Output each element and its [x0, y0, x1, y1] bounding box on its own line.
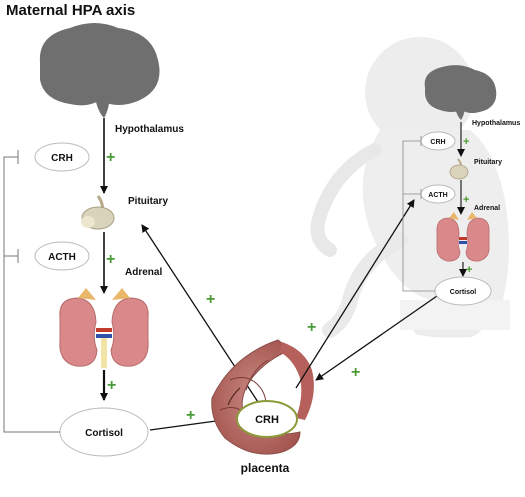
- placenta-label: placenta: [241, 461, 290, 475]
- placenta-crh-bubble: [236, 400, 298, 438]
- placenta-to-fetal-pituitary-plus: +: [307, 319, 316, 336]
- maternal-pituitary-label: Pituitary: [128, 196, 168, 207]
- maternal-crh-bubble: [34, 142, 90, 172]
- placenta-to-fetal-pituitary-arrow: [295, 199, 415, 389]
- maternal-acth-bubble: [34, 241, 90, 271]
- fetal-brain-icon: [424, 65, 497, 120]
- maternal-adrenal-kidney-icon: [59, 288, 149, 368]
- fetal-crh-plus: +: [463, 136, 469, 148]
- fetal-cortisol-to-placenta-arrow: [315, 295, 438, 381]
- placenta-crh-label: CRH: [255, 414, 279, 426]
- fetal-adrenal-plus: +: [466, 264, 472, 276]
- maternal-crh-plus: +: [106, 149, 115, 166]
- fetal-hypothalamus-label: Hypothalamus: [472, 120, 520, 127]
- fetal-adrenal-kidney-icon: [436, 212, 490, 262]
- fetal-adrenal-label: Adrenal: [474, 205, 500, 212]
- maternal-cortisol-label: Cortisol: [85, 428, 123, 439]
- fetal-pituitary-label: Pituitary: [474, 159, 502, 166]
- maternal-acth-plus: +: [106, 251, 115, 268]
- fetal-cortisol-label: Cortisol: [450, 289, 477, 296]
- fetal-negative-feedback-lines: [402, 136, 435, 292]
- fetal-cortisol-to-placenta-plus: +: [351, 364, 360, 381]
- placenta-to-maternal-pituitary-plus: +: [206, 291, 215, 308]
- fetal-pituitary-icon: [449, 158, 469, 180]
- fetal-acth-plus: +: [463, 194, 469, 206]
- cortisol-to-placenta-plus: +: [186, 407, 195, 424]
- maternal-adrenal-label: Adrenal: [125, 267, 162, 278]
- maternal-adrenal-plus: +: [107, 377, 116, 394]
- maternal-hypothalamus-label: Hypothalamus: [115, 124, 184, 135]
- fetal-crh-label: CRH: [430, 139, 445, 146]
- maternal-brain-icon: [39, 23, 160, 118]
- maternal-pituitary-icon: [81, 195, 115, 230]
- diagram-title: Maternal HPA axis: [6, 2, 135, 19]
- maternal-negative-feedback-lines: [3, 150, 60, 433]
- maternal-acth-label: ACTH: [48, 252, 76, 263]
- fetal-acth-label: ACTH: [428, 192, 447, 199]
- maternal-crh-label: CRH: [51, 153, 73, 164]
